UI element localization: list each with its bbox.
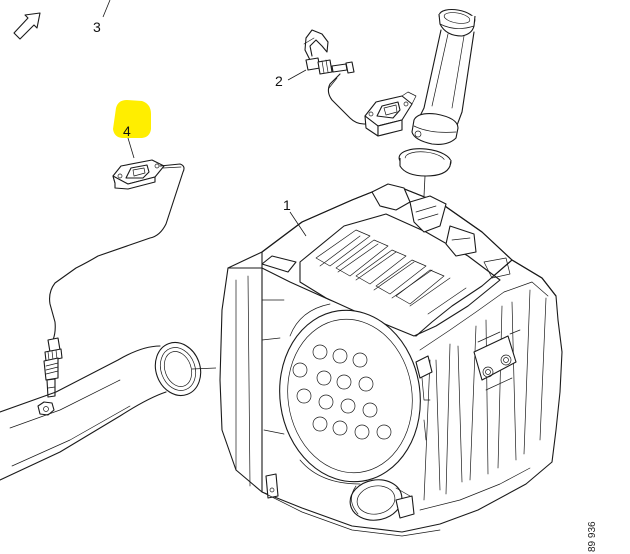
callout-4-highlight — [113, 100, 151, 138]
callout-2: 2 — [275, 73, 283, 89]
leader-line-2 — [287, 69, 307, 81]
part-1-silencer-unit — [219, 183, 563, 537]
callout-4: 4 — [123, 123, 131, 139]
callout-3: 3 — [93, 19, 101, 35]
callout-1: 1 — [283, 197, 291, 213]
reference-number: 89 936 — [587, 521, 598, 552]
exhaust-outlet-pipe — [398, 8, 476, 197]
part-2-sensor-assembly — [303, 29, 417, 137]
leader-line-4 — [127, 137, 135, 159]
perforation-holes — [292, 344, 392, 440]
exhaust-inlet-pipe — [0, 341, 217, 481]
direction-arrow-icon — [13, 12, 41, 40]
leader-line-3 — [102, 0, 111, 18]
part-4-sensor-assembly — [37, 159, 185, 416]
